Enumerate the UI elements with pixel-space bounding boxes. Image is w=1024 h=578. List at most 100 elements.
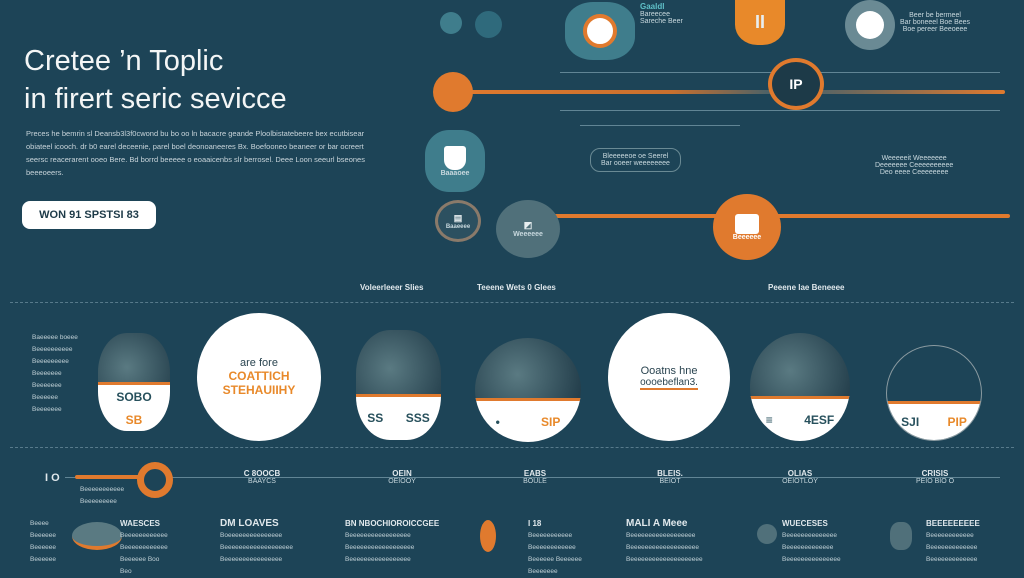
column-title: BEEEEEEEEE [926, 519, 980, 528]
bowl-icon [72, 522, 122, 550]
text-line: Beo [120, 568, 132, 575]
column-title: I 18 [528, 519, 542, 528]
connector-line [580, 125, 740, 126]
text-line: Beeeeeee [32, 406, 62, 413]
card-5[interactable]: Ooatns hne oooebeflan3. [608, 313, 730, 441]
text-line: Beeeeeeeeeeeee [782, 544, 834, 551]
card-value: 4ESF [804, 412, 835, 427]
badge-label: Beeeeee [732, 233, 762, 241]
node-line: Deeeeeee Ceeeeeeeeee [875, 162, 954, 169]
node-icon-2[interactable] [845, 0, 895, 50]
card-6[interactable]: ≡ 4ESF [750, 333, 850, 441]
step-title: OEIN [392, 469, 412, 478]
text-line: Beeeeee [30, 544, 57, 551]
timeline-step[interactable]: BLEIS.BEIOT [640, 469, 700, 485]
card-line: Ooatns hne [640, 364, 698, 377]
section-header: Teeene Wets 0 Glees [477, 283, 556, 292]
node-line: Weeeeeit Weeeeeee [881, 155, 947, 162]
dot-decoration [475, 11, 502, 38]
card-value: PIP [947, 414, 967, 429]
diagram-node-1-text: Gaaldl Bareecee Sareche Beer [640, 2, 683, 25]
orange-chart-node[interactable]: Beeeeee [713, 194, 781, 260]
node-title: Gaaldl [640, 2, 665, 11]
text-line: Beeeeeeeeeeeee [926, 556, 978, 563]
text-line: Beeeeeeeeeeeeeeeeeee [220, 544, 294, 551]
cta-button[interactable]: WON 91 SPSTSI 83 [22, 201, 156, 229]
divider [10, 302, 1014, 303]
badge-label: Baaeeee [445, 223, 471, 230]
text-line: Beeee [30, 520, 49, 527]
card-2[interactable]: are fore COATTICH STEHAUIIHY [197, 313, 321, 441]
diagram-node-2-text: Beer be bermeel Bar boneeel Boe Bees Boe… [900, 12, 970, 33]
step-sub: BOULE [523, 478, 547, 485]
node-line: Beer be bermeel [909, 12, 961, 19]
text-line: Boeeeeeeeeeeeeeee [220, 532, 283, 539]
badge-label: Baaaoee [440, 169, 470, 177]
dot-decoration [440, 12, 462, 34]
text-line: Beeeeeee [32, 382, 62, 389]
text-line: Beeeeeeeee [80, 498, 117, 505]
diagram-node-4: Weeeeeit Weeeeeee Deeeeeee Ceeeeeeeeee D… [875, 155, 953, 176]
text-line: Beeeeeeeeeeeeeeeeee [626, 532, 696, 539]
divider [10, 447, 1014, 448]
text-line: Beeeeeeeeeeee [926, 532, 974, 539]
diagram-node-3: Bleeeeeoe oe Seerel Bar ooeer weeeeeeee [590, 148, 681, 172]
document-icon: ▤ [453, 212, 463, 223]
node-small-2[interactable]: ◩ Weeeeee [496, 200, 560, 258]
orange-bookmark-icon[interactable]: II [735, 0, 785, 45]
card-label: ≡ [765, 412, 773, 427]
card-value: SSS [405, 411, 430, 426]
grey-dot-icon [757, 524, 777, 544]
text-line: Beeeeeeeeeeee [120, 532, 168, 539]
text-line: Beeeeeeeeeee [80, 486, 125, 493]
step-sub: BAAYCS [248, 478, 276, 485]
card-line: oooebeflan3. [640, 376, 698, 390]
card-line: are fore [240, 357, 278, 369]
node-small-1[interactable]: ▤ Baaeeee [435, 200, 481, 242]
section-header: Voleerleeer Slies [360, 283, 424, 292]
title-line-2: in firert seric sevicce [24, 83, 287, 115]
text-line: Beeeeeeeeeeeeeeeeee [345, 544, 415, 551]
node-icon-1[interactable] [565, 2, 635, 60]
tag-icon: ◩ [523, 220, 533, 230]
text-line: Beeeeeeeeeeeeeeeee [345, 556, 411, 563]
text-line: Beeeeeeeeeeeeeeeee [345, 532, 411, 539]
node-line: Bar boneeel Boe Bees [900, 19, 971, 26]
text-line: Beeeeeeeeeeee [528, 544, 576, 551]
node-line: Bar ooeer weeeeeeee [601, 160, 670, 167]
column-title: MALI A Meee [626, 518, 688, 529]
card-value: SB [125, 412, 143, 427]
card-4[interactable]: • SIP [475, 338, 581, 442]
text-line: Beeeeee Boo [120, 556, 160, 563]
step-sub: PEIO BIO O [915, 478, 955, 485]
grey-shape-icon [890, 522, 912, 550]
central-hub-icon[interactable]: IP [768, 58, 824, 110]
progress-ring [137, 462, 173, 498]
step-sub: BEIOT [659, 478, 681, 485]
text-line: Beeeeeeeeeeeeeeee [220, 556, 283, 563]
orange-node[interactable] [433, 72, 473, 112]
card-value: SIP [541, 414, 561, 429]
text-line: Beeeeee [32, 394, 59, 401]
card-label: • [495, 414, 500, 429]
column-title: BN NBOCHIOROICCGEE [345, 519, 440, 528]
card-line: STEHAUIIHY [222, 383, 296, 397]
node-line: Deo eeee Ceeeeeeee [879, 169, 949, 176]
text-line: Beeeeeeeeeeee [120, 544, 168, 551]
shield-node[interactable]: Baaaoee [425, 130, 485, 192]
